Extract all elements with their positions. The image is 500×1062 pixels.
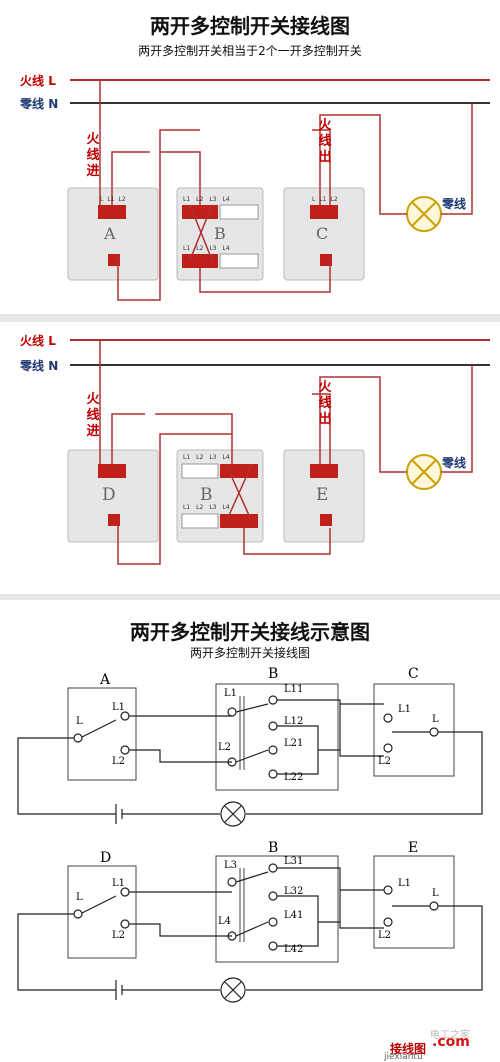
watermark-site-en: jiexiantu (384, 1052, 423, 1062)
watermark-faint: 电工之家 (430, 1030, 470, 1041)
lamp-neutral-label: 零线 (442, 197, 467, 211)
switch-a-body (67, 187, 159, 281)
live-label: 火线 L (20, 74, 56, 88)
fire-out-label: 火线出 (318, 118, 332, 165)
fire-in-label: 火线进 (86, 132, 100, 179)
c-term-l2: L2 (378, 756, 392, 767)
b-term-l1: L1 (224, 688, 238, 699)
switch-d-letter: D (102, 485, 116, 505)
b-term-l21: L21 (284, 738, 304, 749)
switch-b-terminals-bottom-white (219, 253, 259, 269)
d-term-l2: L2 (112, 930, 126, 941)
switch-b-letter: B (214, 224, 226, 243)
c-term-l: L (432, 714, 439, 725)
panel1-wiring-svg (67, 79, 490, 301)
panel3-subtitle: 两开多控制开关接线图 (189, 646, 310, 660)
panel2-wires (99, 340, 473, 565)
fire-out-label-2: 火线出 (318, 380, 332, 427)
neutral-label: 零线 N (20, 97, 59, 111)
e-term-l: L (432, 888, 439, 899)
neutral-label-2: 零线 N (20, 359, 59, 373)
switch-c-body (283, 187, 365, 281)
switch-b-terminals-bottom-red (182, 254, 218, 268)
box-e-label: E (408, 840, 419, 856)
panel-wiring-abc: 两开多控制开关接线图 两开多控制开关相当于2个一开多控制开关 (0, 0, 500, 314)
schematic-svg (17, 683, 483, 1003)
switch-e-letter: E (316, 485, 329, 505)
box-c-label: C (408, 666, 419, 682)
lamp-neutral-label-2: 零线 (442, 456, 467, 470)
panel1-wires (99, 80, 473, 301)
b-term-l11: L11 (284, 684, 304, 695)
b-term-l41: L41 (284, 910, 304, 921)
b-term-l31: L31 (284, 856, 304, 867)
b-term-l42: L42 (284, 944, 304, 955)
b-term-l4: L4 (218, 916, 232, 927)
schematic-bottom-boxes (67, 855, 455, 963)
schematic-bottom-wires (17, 863, 483, 1003)
schematic-top-wires (17, 695, 483, 827)
fire-in-label-2: 火线进 (86, 392, 100, 439)
b-term-l22: L22 (284, 772, 304, 783)
switch-b-terminals-top-red (182, 205, 218, 219)
b-term-l12: L12 (284, 716, 304, 727)
b-term-l3: L3 (224, 860, 238, 871)
box-b-label: B (268, 666, 279, 682)
panel-schematic: 两开多控制开关接线示意图 两开多控制开关接线图 (0, 600, 500, 1062)
d-term-l: L (76, 892, 83, 903)
switch-c-terminals-top (310, 205, 338, 219)
a-term-l: L (76, 716, 83, 727)
switch-e-body (283, 449, 365, 543)
schematic-top-boxes (67, 683, 455, 791)
box-d-label: D (100, 850, 112, 866)
divider-1 (0, 314, 500, 322)
switch-b2-letter: B (200, 485, 213, 505)
panel1-subtitle: 两开多控制开关相当于2个一开多控制开关 (138, 44, 362, 58)
divider-2 (0, 594, 500, 600)
watermark-site-cn: 接线图 (390, 1042, 427, 1056)
panel3-title: 两开多控制开关接线示意图 (130, 620, 370, 644)
panel1-title: 两开多控制开关接线图 (150, 14, 350, 38)
switch-a-terminal-l2 (108, 254, 120, 266)
switch-c-letter: C (316, 224, 329, 243)
switch-c-terminal-l2 (320, 254, 332, 266)
c-term-l1: L1 (398, 704, 412, 715)
switch-a-letter: A (104, 224, 116, 243)
a-term-l2: L2 (112, 756, 126, 767)
b-term-l32: L32 (284, 886, 304, 897)
watermark-dotcom: .com (432, 1034, 470, 1050)
d-term-l1: L1 (112, 878, 126, 889)
b-term-l2: L2 (218, 742, 232, 753)
live-label-2: 火线 L (20, 334, 56, 348)
e-term-l2: L2 (378, 930, 392, 941)
panel2-wiring-svg (67, 339, 490, 565)
box-a-label: A (100, 672, 111, 688)
switch-a-terminals-top (98, 205, 126, 219)
e-term-l1: L1 (398, 878, 412, 889)
a-term-l1: L1 (112, 702, 126, 713)
switch-b-terminals-top-white (219, 204, 259, 220)
switch-d-body (67, 449, 159, 543)
box-b2-label: B (268, 840, 279, 856)
